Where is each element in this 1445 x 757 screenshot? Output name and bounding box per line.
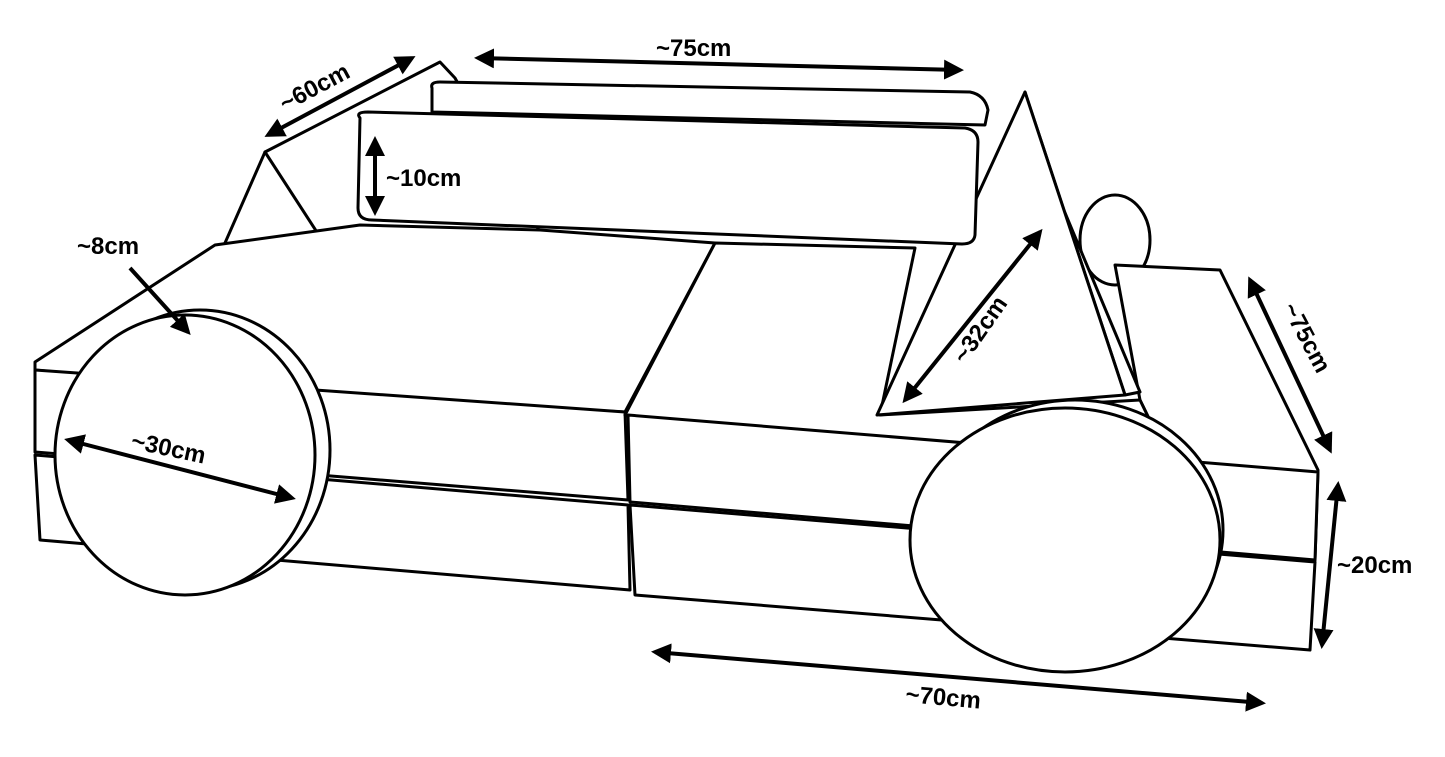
label-bolster-length: ~75cm <box>656 35 731 62</box>
label-base-length: ~70cm <box>904 681 981 714</box>
label-bolster-height: ~10cm <box>386 165 461 192</box>
arrow-base-height <box>1313 481 1347 649</box>
label-base-depth: ~75cm <box>1277 298 1336 377</box>
arrow-triangle-depth <box>264 56 416 137</box>
right-wheel <box>908 406 1222 674</box>
arrow-wheel-thickness <box>128 266 191 335</box>
back-bolster <box>430 80 990 127</box>
back-right-wheel <box>1078 193 1152 287</box>
label-wheel-thickness: ~8cm <box>77 233 139 260</box>
arrow-base-depth <box>1247 276 1333 454</box>
arrow-base-length <box>651 643 1266 712</box>
arrow-triangle-side <box>902 228 1043 404</box>
label-base-height: ~20cm <box>1337 552 1412 579</box>
arrow-wheel-diameter <box>64 434 296 504</box>
arrow-bolster-length <box>474 48 964 80</box>
